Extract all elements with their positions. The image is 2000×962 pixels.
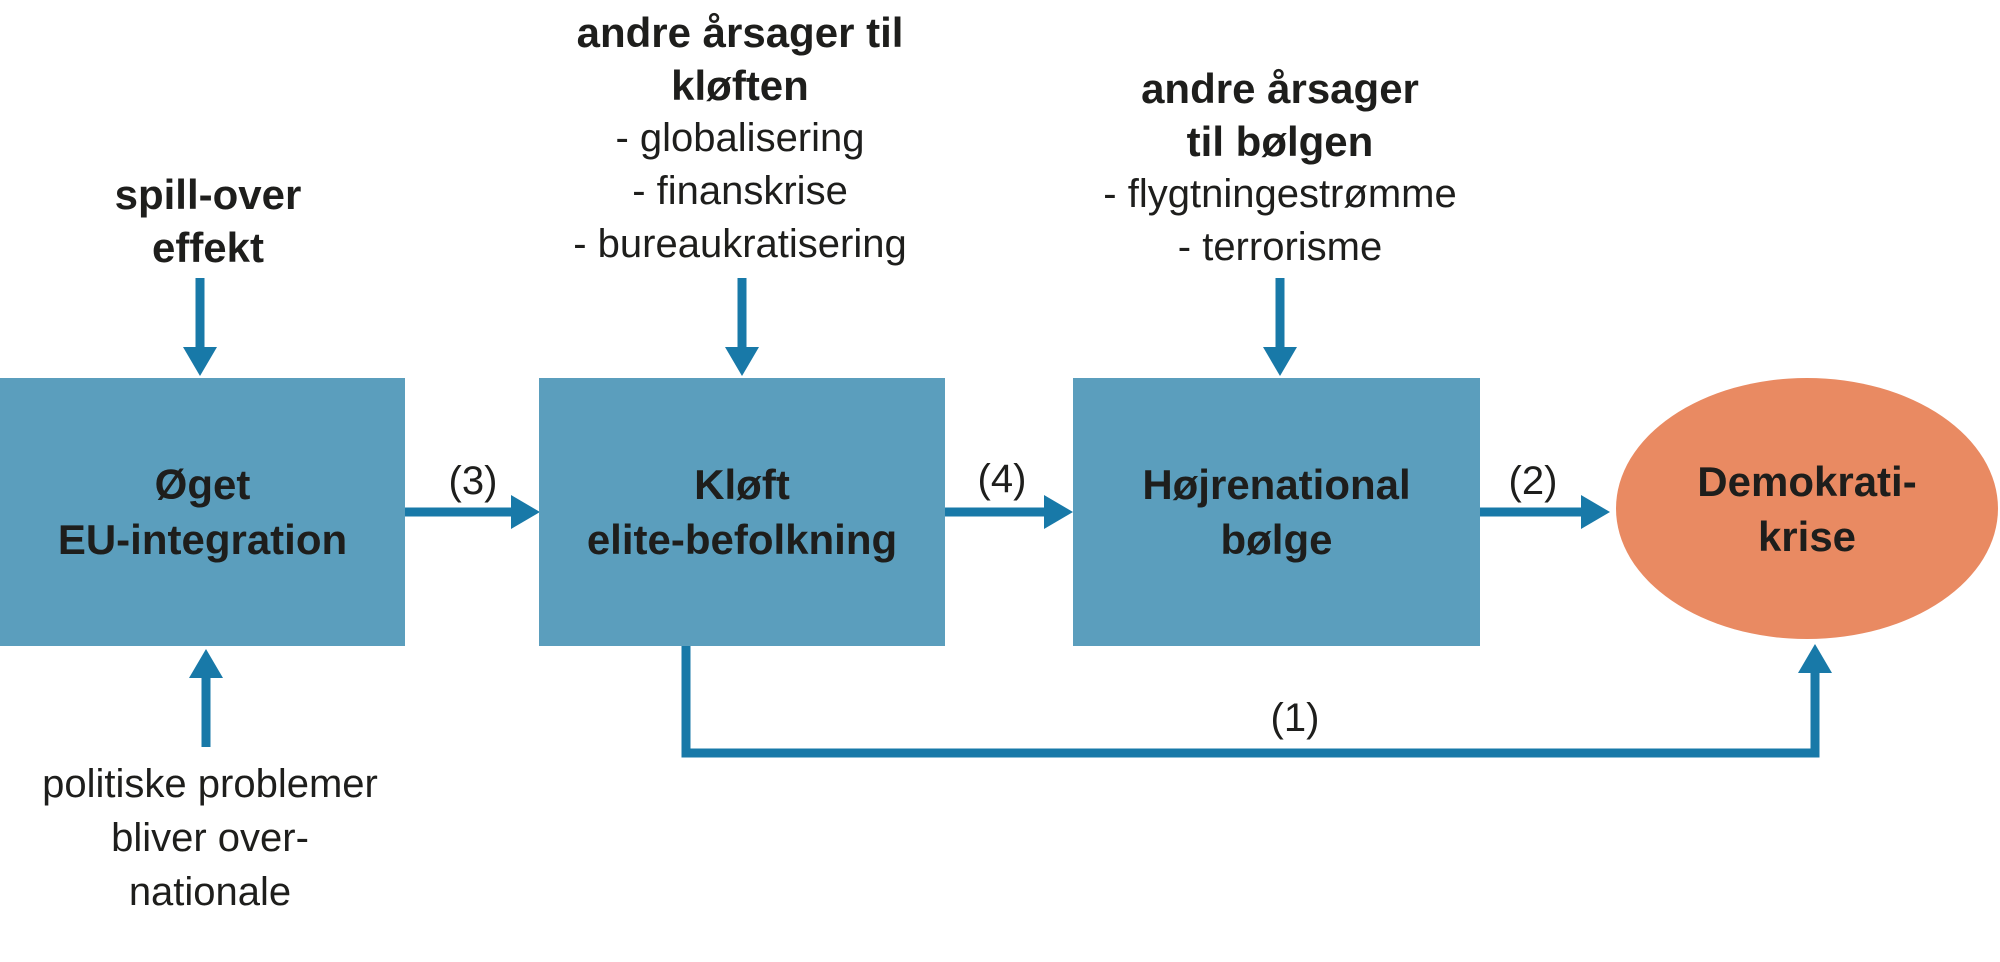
annotation-wave-causes-items: - flygtningestrømme - terrorisme — [1103, 172, 1457, 269]
edge-1-head — [1798, 644, 1832, 673]
annotation-wave-causes-heading: andre årsager til bølgen — [1141, 65, 1419, 165]
node-crisis: Demokrati- krise — [1616, 378, 1998, 639]
edge-1-path — [681, 644, 1820, 758]
edge-1-label: (1) — [1270, 696, 1320, 740]
cleft-causes-arrow-head — [725, 347, 759, 376]
edge-4-head — [1044, 495, 1073, 529]
spillover-arrow-head — [183, 347, 217, 376]
node-cleft: Kløft elite-befolkning — [539, 378, 945, 646]
node-eu-integration: Øget EU-integration — [0, 378, 405, 646]
edge-3-label: (3) — [448, 459, 498, 503]
node-wave: Højrenational bølge — [1073, 378, 1480, 646]
annotation-cleft-causes-heading: andre årsager til kløften — [576, 9, 904, 109]
annotation-cleft-causes: andre årsager til kløften - globaliserin… — [440, 6, 1040, 271]
edge-2-label: (2) — [1508, 459, 1558, 503]
overnational-arrow-head — [189, 649, 223, 678]
edge-4-label: (4) — [977, 457, 1027, 501]
edge-3-head — [511, 495, 540, 529]
annotation-wave-causes: andre årsager til bølgen - flygtningestr… — [980, 62, 1580, 274]
annotation-cleft-causes-items: - globalisering - finanskrise - bureaukr… — [573, 116, 907, 266]
annotation-spillover: spill-over effekt — [114, 171, 302, 271]
wave-causes-arrow-head — [1263, 347, 1297, 376]
annotation-overnational: politiske problemer bliver over- nationa… — [42, 762, 378, 914]
edge-2-head — [1581, 495, 1610, 529]
